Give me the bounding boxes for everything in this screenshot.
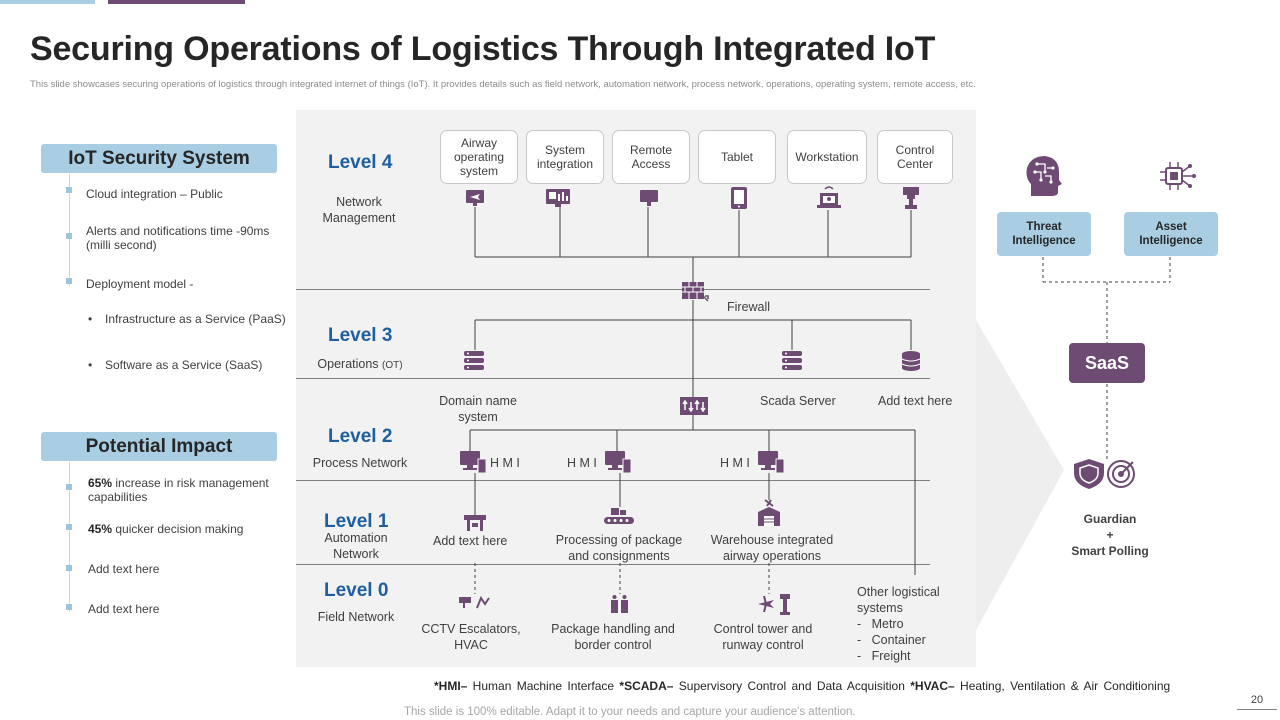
warehouse-airplane-icon [758, 499, 780, 526]
shield-target-icon [1074, 459, 1135, 489]
deployment-bullet-marker: • [88, 312, 93, 326]
bullet-dot [66, 524, 72, 530]
network-switch-icon [680, 397, 708, 415]
conveyor-machine-icon [464, 515, 486, 531]
other-systems-container: - Container [857, 633, 926, 647]
potential-impact-header: Potential Impact [41, 432, 277, 461]
hmi-label: H M I [490, 456, 520, 470]
level0-node-control-tower: Control tower and runway control [713, 622, 813, 652]
level-0-sublabel: Field Network [317, 610, 395, 624]
saas-box: SaaS [1069, 343, 1145, 383]
level-separator [296, 378, 930, 379]
level-0-label: Level 0 [324, 580, 389, 601]
level-separator [296, 564, 930, 565]
level-4-label: Level 4 [328, 152, 393, 173]
iot-security-header: IoT Security System [41, 144, 277, 173]
airplane-screen-icon [466, 190, 484, 206]
bullet-dot [66, 187, 72, 193]
control-tower-airplane-icon [758, 594, 790, 615]
hmi-label: H M I [567, 456, 597, 470]
impact-item-placeholder: Add text here [88, 602, 160, 616]
level-4-sublabel: Network Management [322, 195, 396, 225]
level1-node-placeholder: Add text here [433, 534, 508, 548]
other-systems-title: Other logistical systems [857, 585, 940, 615]
page-number: 20 [1237, 694, 1277, 710]
guardian-smart-polling-label: Guardian + Smart Polling [1071, 512, 1149, 558]
top-accent-bar-purple [108, 0, 245, 4]
device-remote-access: Remote Access [612, 130, 690, 184]
deployment-bullet-iaas: Infrastructure as a Service (PaaS) [105, 312, 286, 326]
bullet-dot [66, 604, 72, 610]
level0-node-cctv: CCTV Escalators, HVAC [421, 622, 521, 652]
deployment-bullet-saas: Software as a Service (SaaS) [105, 358, 263, 372]
dashboard-monitor-icon [546, 189, 570, 207]
security-item-cloud: Cloud integration – Public [86, 187, 223, 201]
level0-node-package: Package handling and border control [551, 622, 675, 652]
page-title: Securing Operations of Logistics Through… [30, 30, 936, 68]
circuit-chip-icon [1160, 162, 1196, 190]
level-3-label: Level 3 [328, 325, 393, 346]
monitor-icon [640, 190, 658, 206]
hmi-computer-icon [605, 451, 632, 474]
level1-node-processing: Processing of package and consignments [555, 533, 683, 563]
cctv-camera-icon [459, 595, 490, 609]
bullet-dot [66, 565, 72, 571]
threat-intelligence-box: Threat Intelligence [997, 212, 1091, 256]
impact-timeline [69, 462, 70, 612]
package-handling-icon [611, 595, 628, 613]
device-control-center: Control Center [877, 130, 953, 184]
security-item-deployment: Deployment model - [86, 277, 194, 291]
database-icon [901, 351, 921, 371]
level-separator [296, 289, 930, 290]
firewall-label: Firewall [727, 300, 771, 314]
security-timeline [69, 174, 70, 286]
workstation-laptop-icon [817, 186, 841, 208]
impact-item-decision: 45% quicker decision making [88, 522, 244, 536]
device-airway-os: Airway operating system [440, 130, 518, 184]
security-item-alerts: Alerts and notifications time -90ms (mil… [86, 224, 270, 252]
level3-node-dns: Domain name system [439, 394, 517, 424]
level-2-sublabel: Process Network [312, 456, 408, 470]
page-subtitle: This slide showcases securing operations… [30, 79, 976, 90]
hmi-label: H M I [720, 456, 750, 470]
abbreviation-footnote: *HMI– Human Machine Interface *SCADA– Su… [434, 679, 1171, 693]
scada-server-icon [782, 351, 802, 370]
level-3-sublabel: Operations (OT) [317, 357, 403, 371]
bullet-dot [66, 233, 72, 239]
impact-item-risk: 65% increase in risk management capabili… [88, 476, 269, 504]
level3-node-placeholder: Add text here [878, 394, 953, 408]
level-2-label: Level 2 [328, 426, 393, 447]
network-diagram-panel [296, 110, 976, 667]
bullet-dot [66, 278, 72, 284]
firewall-icon [682, 282, 709, 302]
package-conveyor-icon [604, 508, 634, 524]
level1-node-warehouse: Warehouse integrated airway operations [710, 533, 834, 563]
level-1-label: Level 1 [324, 511, 389, 532]
ai-head-icon [1026, 156, 1062, 196]
asset-intelligence-box: Asset Intelligence [1124, 212, 1218, 256]
tablet-icon [731, 187, 747, 209]
impact-item-placeholder: Add text here [88, 562, 160, 576]
hmi-computer-icon [460, 451, 487, 474]
server-stack-icon [464, 351, 484, 370]
deployment-bullet-marker: • [88, 358, 93, 372]
level-separator [296, 480, 930, 481]
funnel-arrow-shape [976, 320, 1064, 630]
other-systems-metro: - Metro [857, 617, 904, 631]
level-1-sublabel: Automation Network [324, 531, 388, 561]
device-workstation: Workstation [787, 130, 867, 184]
device-system-integration: System integration [526, 130, 604, 184]
bullet-dot [66, 484, 72, 490]
control-center-icon [903, 187, 919, 209]
editable-disclaimer: This slide is 100% editable. Adapt it to… [404, 706, 856, 718]
top-accent-bar-blue [0, 0, 95, 4]
level3-node-scada: Scada Server [760, 394, 836, 408]
device-tablet: Tablet [698, 130, 776, 184]
other-systems-freight: - Freight [857, 649, 911, 663]
hmi-computer-icon [758, 451, 785, 474]
